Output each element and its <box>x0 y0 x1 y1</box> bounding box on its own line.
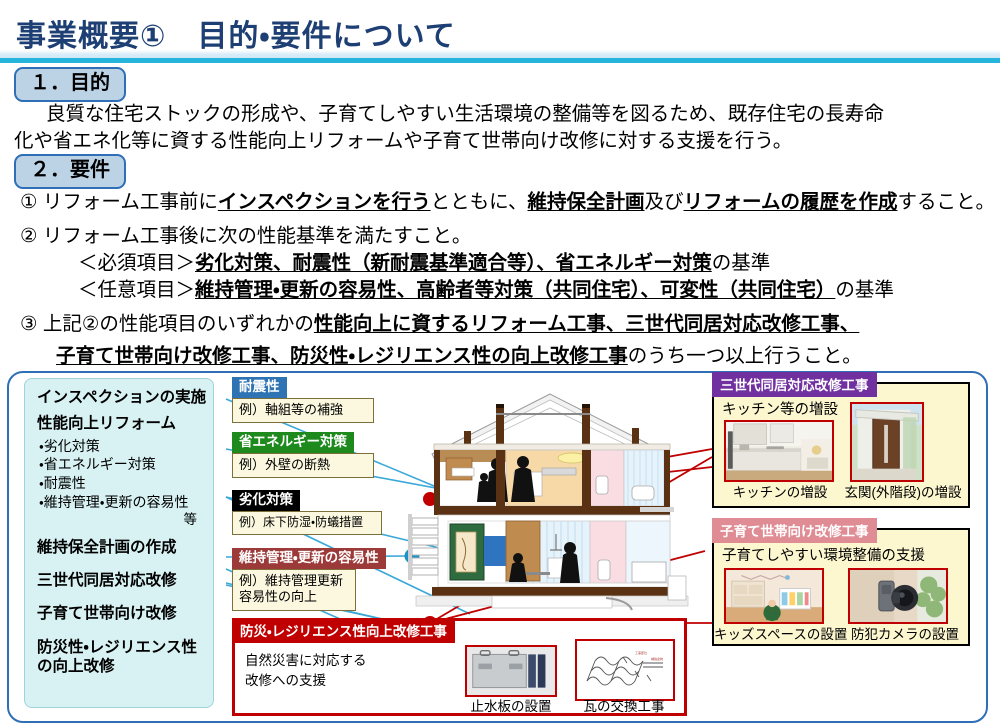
title-rule-gradient <box>0 50 1000 60</box>
req3-emphasis-2: 子育て世帯向け改修工事、防災性・レジリエンス性の向上改修工事 <box>56 345 628 367</box>
optional-post: の基準 <box>835 279 894 301</box>
disaster-resilience-box: 防災・レジリエンス性向上改修工事 自然災害に対応する 改修への支援 止水板の設置 <box>232 618 687 716</box>
spacer <box>37 529 203 538</box>
svg-text:工事部位: 工事部位 <box>635 650 647 655</box>
req1-emphasis-3: リフォームの履歴を作成 <box>683 191 898 213</box>
callout-example-seismic: 例）軸組等の補強 <box>232 397 374 424</box>
must-post: の基準 <box>711 252 771 274</box>
photo-caption-roof-tile: 瓦の交換工事 <box>583 699 665 714</box>
photo-roof-tile-diagram: 工事部位 補強金物 <box>575 639 675 701</box>
slide-title-bar: 事業概要① 目的・要件について <box>0 0 1000 65</box>
house-cross-section-illustration <box>392 376 712 626</box>
optional-label: ＜任意項目＞ <box>78 279 196 301</box>
disaster-resilience-text: 自然災害に対応する 改修への支援 <box>245 651 367 690</box>
childrearing-panel: 子育て世帯向け改修工事 子育てしやすい環境整備の支援 <box>712 518 970 646</box>
req3-pre: 上記②の性能項目のいずれかの <box>37 313 314 335</box>
must-emphasis: 劣化対策、耐震性（新耐震基準適合等）、省エネルギー対策 <box>195 252 712 274</box>
three-generation-panel: 三世代同居対応改修工事 キッチン等の増設 キッチンの増設 <box>712 372 970 508</box>
photo-caption-floodgate: 止水板の設置 <box>470 699 552 714</box>
page-title: 事業概要① 目的・要件について <box>16 20 456 53</box>
left-panel-heading-maintenance-plan: 維持保全計画の作成 <box>37 538 177 556</box>
left-panel-heading-reform: 性能向上リフォーム <box>37 415 177 433</box>
requirement-item-2-must: ＜必須項目＞劣化対策、耐震性（新耐震基準適合等）、省エネルギー対策の基準 <box>78 250 770 277</box>
req2-marker: ② <box>20 225 38 247</box>
callout-example-maintenance: 例）維持管理更新容易性の向上 <box>232 568 356 612</box>
callout-label-energy-saving: 省エネルギー対策 <box>232 432 354 453</box>
req3-post: のうち一つ以上行うこと。 <box>627 345 862 367</box>
callout-label-maintenance: 維持管理・更新の容易性 <box>232 548 386 569</box>
photo-caption-entrance-stairs: 玄関(外階段)の増設 <box>844 485 962 500</box>
photo-entrance-stairs <box>850 402 924 482</box>
title-rule-accent <box>0 58 1000 63</box>
childrearing-label: 子育て世帯向け改修工事 <box>712 518 877 543</box>
req3-marker: ③ <box>20 313 38 335</box>
photo-kids-space <box>724 568 824 624</box>
req1-mid: とともに、 <box>430 191 528 213</box>
purpose-paragraph-line1: 良質な住宅ストックの形成や、子育てしやすい生活環境の整備等を図るため、既存住宅の… <box>46 103 884 125</box>
title-rule-white <box>0 63 1000 65</box>
list-item: ・省エネルギー対策 <box>39 456 156 473</box>
left-panel-heading-resilience-2: の向上改修 <box>37 658 115 676</box>
disaster-resilience-text-line2: 改修への支援 <box>245 672 326 688</box>
req1-emphasis-1: インスペクションを行う <box>217 191 431 213</box>
requirement-item-2-optional: ＜任意項目＞維持管理・更新の容易性、高齢者等対策（共同住宅）、可変性（共同住宅）… <box>78 277 894 304</box>
must-label: ＜必須項目＞ <box>78 252 196 274</box>
three-generation-label: 三世代同居対応改修工事 <box>712 372 877 397</box>
req1-post: すること。 <box>897 191 995 213</box>
disaster-resilience-label: 防災・レジリエンス性向上改修工事 <box>232 618 455 643</box>
photo-caption-kitchen: キッチンの増設 <box>732 485 828 500</box>
left-panel-heading-inspection: インスペクションの実施 <box>37 389 207 406</box>
callout-energy-saving: 省エネルギー対策 例）外壁の断熱 <box>232 432 374 479</box>
callout-label-seismic: 耐震性 <box>232 377 287 398</box>
callout-seismic: 耐震性 例）軸組等の補強 <box>232 377 374 424</box>
callout-example-deterioration: 例）床下防湿・防蟻措置 <box>232 510 382 536</box>
photo-floodgate <box>465 645 557 697</box>
left-panel-heading-three-generation: 三世代同居対応改修 <box>37 572 177 590</box>
section-chip-requirements: ２．要件 <box>14 154 126 189</box>
callout-example-energy-saving: 例）外壁の断熱 <box>232 452 374 479</box>
callout-deterioration: 劣化対策 例）床下防湿・防蟻措置 <box>232 490 382 536</box>
requirement-item-3-line1: ③ 上記②の性能項目のいずれかの性能向上に資するリフォーム工事、三世代同居対応改… <box>20 311 859 338</box>
req2-text: リフォーム工事後に次の性能基準を満たすこと。 <box>37 225 472 247</box>
callout-label-deterioration: 劣化対策 <box>232 490 300 511</box>
req1-mid-2: 及び <box>644 191 684 213</box>
childrearing-subtitle: 子育てしやすい環境整備の支援 <box>722 548 925 564</box>
requirement-item-1: ① リフォーム工事前にインスペクションを行うとともに、維持保全計画及びリフォーム… <box>20 189 995 216</box>
three-generation-subtitle: キッチン等の増設 <box>722 402 838 418</box>
req3-emphasis-1: 性能向上に資するリフォーム工事、三世代同居対応改修工事、 <box>313 313 860 335</box>
req1-pre: リフォーム工事前に <box>37 191 218 213</box>
optional-emphasis: 維持管理・更新の容易性、高齢者等対策（共同住宅）、可変性（共同住宅） <box>195 279 836 301</box>
requirement-item-3-line2: 子育て世帯向け改修工事、防災性・レジリエンス性の向上改修工事のうち一つ以上行うこ… <box>56 343 862 370</box>
purpose-paragraph-line2: 化や省エネ化等に資する性能向上リフォームや子育て世帯向け改修に対する支援を行う。 <box>14 130 793 152</box>
photo-caption-kids-space: キッズスペースの設置 <box>714 627 848 642</box>
left-panel-heading-resilience-1: 防災性・レジリエンス性 <box>37 638 197 656</box>
requirement-item-2: ② リフォーム工事後に次の性能基準を満たすこと。 <box>20 223 471 250</box>
left-summary-panel: インスペクションの実施 性能向上リフォーム ・劣化対策 ・省エネルギー対策 ・耐… <box>24 378 214 708</box>
disaster-resilience-text-line1: 自然災害に対応する <box>245 653 367 668</box>
photo-kitchen <box>724 420 834 482</box>
callout-maintenance: 維持管理・更新の容易性 例）維持管理更新容易性の向上 <box>232 548 400 612</box>
svg-text:補強金物: 補強金物 <box>651 656 663 661</box>
list-item: ・維持管理・更新の容易性 <box>39 493 189 510</box>
req1-emphasis-2: 維持保全計画 <box>527 191 645 213</box>
left-panel-heading-childrearing: 子育て世帯向け改修 <box>37 605 177 623</box>
list-item: ・耐震性 <box>39 474 86 491</box>
section-chip-purpose: １．目的 <box>14 67 126 102</box>
left-panel-etc: 等 <box>183 512 198 528</box>
req1-marker: ① <box>20 191 38 213</box>
photo-caption-security-camera: 防犯カメラの設置 <box>851 627 959 642</box>
photo-security-camera <box>848 568 948 624</box>
list-item: ・劣化対策 <box>39 437 100 454</box>
